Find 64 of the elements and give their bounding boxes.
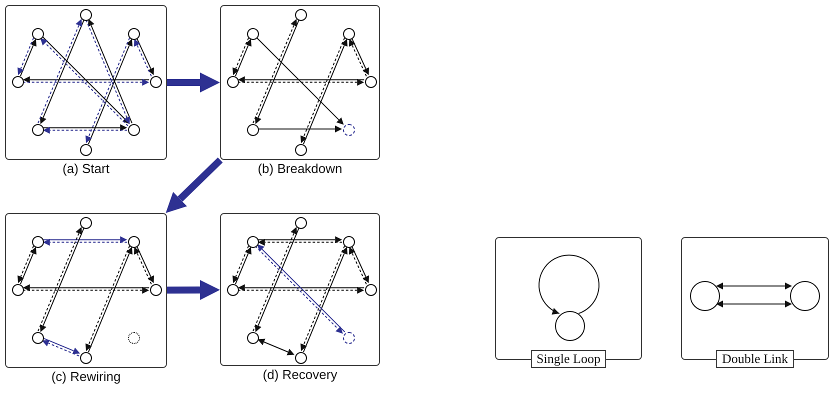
node-circle: [80, 9, 92, 21]
node-circle: [128, 236, 140, 248]
dotted-arrow: [237, 286, 364, 294]
title-label: Single Loop: [530, 350, 606, 368]
dotted-arrow: [258, 238, 343, 246]
node-circle: [247, 28, 259, 40]
node-circle: [247, 332, 259, 344]
dotted-arrow: [237, 78, 364, 86]
arrow: [716, 282, 792, 290]
title-label: Double Link: [716, 350, 794, 368]
block-arrow: [166, 158, 223, 213]
node-circle: [365, 284, 377, 296]
node-circle: [365, 76, 377, 88]
arrow: [22, 76, 150, 84]
dotted-arrow: [42, 126, 128, 134]
node-circle: [227, 284, 239, 296]
node-circle: [32, 124, 44, 136]
node-circle: [32, 28, 44, 40]
panel-caption: (b) Breakdown: [258, 161, 342, 176]
panel-caption: (a) Start: [62, 161, 110, 176]
arrow: [42, 124, 128, 132]
panel-caption: (c) Rewiring: [51, 369, 121, 384]
arrow: [22, 284, 150, 292]
arrow: [238, 284, 365, 292]
arrow: [716, 300, 792, 308]
loop-arrow: [538, 254, 600, 314]
node-circle: [12, 76, 24, 88]
dashed-node-circle: [343, 124, 355, 136]
node-circle: [12, 284, 24, 296]
node-circle: [555, 311, 585, 341]
dotted-arrow: [42, 238, 128, 246]
block-arrow: [166, 280, 220, 300]
dashed-node-circle: [128, 332, 140, 344]
node-circle: [128, 124, 140, 136]
node-circle: [247, 124, 259, 136]
node-circle: [32, 332, 44, 344]
arrow: [258, 126, 342, 132]
node-circle: [80, 144, 92, 156]
node-circle: [227, 76, 239, 88]
node-circle: [32, 236, 44, 248]
dotted-arrow: [22, 78, 150, 86]
arrow: [238, 76, 365, 84]
arrow: [42, 236, 128, 244]
node-circle: [150, 76, 162, 88]
block-arrow: [167, 72, 220, 92]
dotted-arrow: [22, 286, 150, 294]
node-circle: [295, 217, 307, 229]
arrow: [258, 338, 294, 356]
node-circle: [295, 352, 307, 364]
node-circle: [690, 281, 720, 311]
arrow: [257, 236, 342, 244]
node-circle: [150, 284, 162, 296]
node-circle: [80, 217, 92, 229]
dashed-node-circle: [343, 332, 355, 344]
node-circle: [295, 9, 307, 21]
node-circle: [295, 144, 307, 156]
node-circle: [343, 236, 355, 248]
node-circle: [80, 352, 92, 364]
node-circle: [247, 236, 259, 248]
node-circle: [128, 28, 140, 40]
node-circle: [343, 28, 355, 40]
arrow: [256, 36, 344, 125]
panel-caption: (d) Recovery: [262, 367, 338, 382]
node-circle: [790, 281, 820, 311]
